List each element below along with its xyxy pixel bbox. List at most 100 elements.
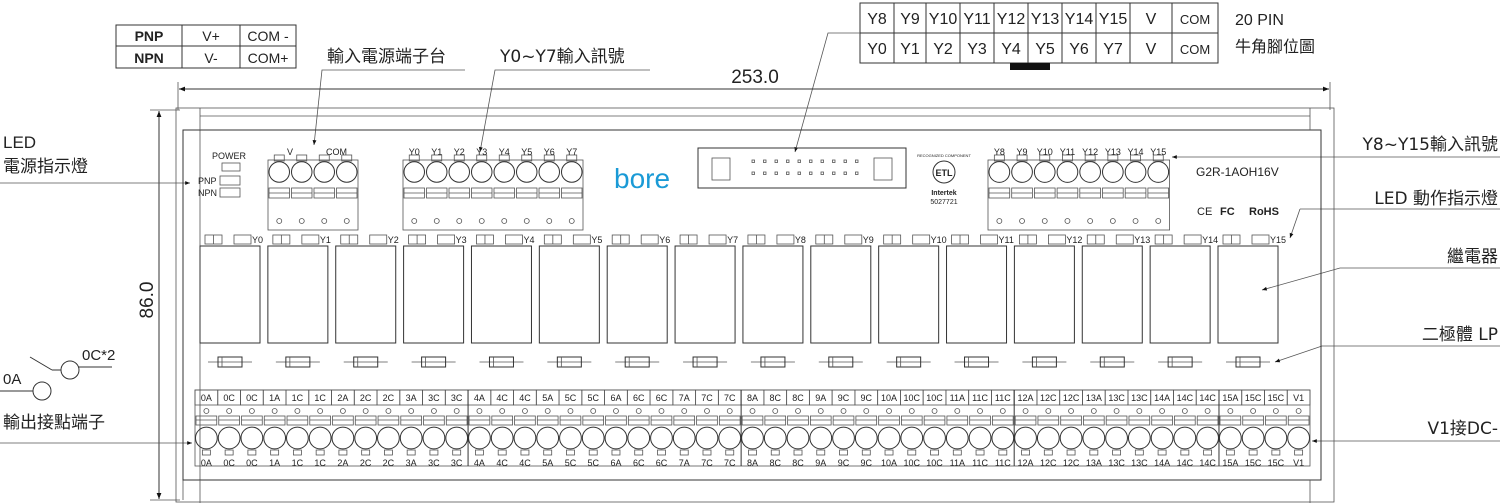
output-terminal-clamp xyxy=(1287,415,1310,426)
output-terminal-wire-hole xyxy=(1241,426,1265,450)
terminal-wire-hole xyxy=(1102,161,1124,183)
power-led xyxy=(221,162,241,172)
output-terminal-bottom-label: 7C xyxy=(701,458,713,468)
output-terminal-label: 2C xyxy=(383,393,395,403)
leader-20pin xyxy=(794,32,860,153)
output-terminal-wire-hole xyxy=(331,426,355,450)
terminal-screw-dot xyxy=(523,218,530,224)
output-terminal-tab xyxy=(1294,449,1304,456)
relay xyxy=(403,245,465,344)
led-indicator xyxy=(437,234,456,245)
output-terminal-wire-hole xyxy=(1264,426,1288,450)
terminal-release-tab xyxy=(431,154,443,162)
output-terminal-bottom-label: V1 xyxy=(1293,458,1304,468)
pin-cell: Y5 xyxy=(1035,41,1055,58)
output-terminal-wire-hole xyxy=(308,426,332,450)
header-pin xyxy=(797,159,801,163)
output-terminal-bottom-label: 4A xyxy=(474,458,485,468)
output-terminal-tab xyxy=(1248,449,1258,456)
output-terminal-bottom-label: 14A xyxy=(1154,458,1170,468)
output-terminal-label: 14C xyxy=(1177,393,1194,403)
output-terminal-tab xyxy=(566,449,575,456)
terminal-release-tab xyxy=(1107,154,1119,162)
output-terminal-clamp xyxy=(696,415,718,426)
output-terminal-wire-hole xyxy=(240,426,264,450)
output-terminal-wire-hole xyxy=(445,426,469,450)
output-terminal-screw-dot xyxy=(1295,408,1302,414)
output-terminal-bottom-label: 12C xyxy=(1040,458,1057,468)
output-terminal-label: 14A xyxy=(1154,393,1170,403)
diode xyxy=(285,356,311,368)
output-terminal-tab xyxy=(770,449,780,456)
output-terminal-wire-hole xyxy=(536,426,560,450)
terminal-screw-dot xyxy=(433,218,440,224)
output-terminal-tab xyxy=(520,449,530,456)
output-terminal-clamp xyxy=(1151,415,1173,426)
led-label: Y11 xyxy=(999,235,1014,245)
led-indicator xyxy=(572,234,591,245)
callout-led-action: LED 動作指示燈 xyxy=(1374,189,1498,209)
pin-cell: Y4 xyxy=(1001,41,1021,58)
output-terminal-bottom-label: 13A xyxy=(1086,458,1102,468)
output-terminal-wire-hole xyxy=(877,426,901,450)
output-terminal-wire-hole xyxy=(1082,426,1106,450)
polarity-pnp: PNP xyxy=(135,28,164,44)
output-terminal-clamp xyxy=(718,415,741,426)
output-terminal-wire-hole xyxy=(1059,426,1083,450)
led-indicator xyxy=(505,234,523,245)
output-terminal-tab xyxy=(224,449,234,456)
etl-mark: RECOGNIZED COMPONENT ETL Intertek 502772… xyxy=(917,153,971,206)
output-terminal-label: 3C xyxy=(451,393,463,403)
terminal-release-tab xyxy=(341,154,353,162)
output-terminal-tab xyxy=(657,449,666,456)
output-terminal-bottom-label: 0C xyxy=(246,458,258,468)
terminal-release-tab xyxy=(1152,154,1164,162)
output-terminal-clamp xyxy=(969,415,991,426)
output-terminal-tab xyxy=(406,449,416,456)
output-terminal-tab xyxy=(1271,449,1281,456)
pin-cell: Y15 xyxy=(1099,11,1128,28)
terminal-screw-dot xyxy=(321,218,328,224)
output-terminal-tab xyxy=(1157,449,1167,456)
output-terminal-clamp xyxy=(1219,415,1242,426)
diode xyxy=(828,356,854,368)
output-terminal-label: 0A xyxy=(201,393,212,403)
output-terminal-label: 10A xyxy=(881,393,897,403)
output-terminal-bottom-label: 13C xyxy=(1108,458,1125,468)
terminal-screw-dot xyxy=(478,218,485,224)
power-terminal-v: V xyxy=(287,147,293,157)
pin-cell: COM xyxy=(1180,12,1210,27)
output-terminal-wire-hole xyxy=(286,426,309,450)
output-terminal-label: 1A xyxy=(269,393,280,403)
terminal-screw-dot xyxy=(1087,218,1094,224)
relay xyxy=(946,245,1008,344)
output-terminal-tab xyxy=(952,449,962,456)
output-terminal-wire-hole xyxy=(1036,426,1060,450)
output-terminal-clamp xyxy=(1060,415,1082,426)
terminal-release-tab xyxy=(408,154,420,162)
output-terminal-tab xyxy=(861,449,871,456)
diode xyxy=(217,356,243,368)
led-indicator xyxy=(1251,234,1270,245)
terminal-release-tab xyxy=(566,154,578,162)
diode xyxy=(624,356,650,368)
header-pin xyxy=(763,171,767,175)
pin-cell: Y7 xyxy=(1103,41,1123,58)
terminal-screw-dot xyxy=(1041,218,1048,224)
terminal-label: Y8 xyxy=(994,147,1005,157)
output-terminal-tab xyxy=(338,449,348,456)
output-terminal-tab xyxy=(1203,449,1213,456)
led-label: Y9 xyxy=(863,235,874,245)
output-terminal-screw-dot xyxy=(886,408,892,414)
output-terminal-label: 12C xyxy=(1063,393,1080,403)
pin-key-notch xyxy=(1010,63,1050,70)
output-terminal-label: 15C xyxy=(1245,393,1262,403)
output-terminal-clamp xyxy=(901,415,923,426)
output-terminal-tab xyxy=(1112,449,1121,456)
terminal-wire-hole xyxy=(336,161,358,183)
output-terminal-wire-hole xyxy=(695,426,719,450)
output-terminal-screw-dot xyxy=(658,408,665,414)
terminal-wire-hole xyxy=(1147,161,1170,183)
output-terminal-wire-hole xyxy=(1127,426,1151,450)
output-terminal-screw-dot xyxy=(795,408,801,414)
